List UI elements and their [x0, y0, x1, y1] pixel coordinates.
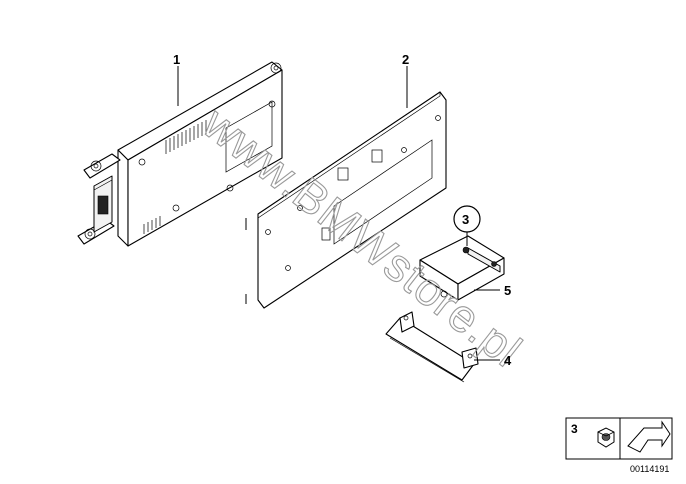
mounting-plate-part [245, 91, 447, 309]
legend-number: 3 [571, 422, 578, 436]
assembly-arrow-icon [627, 420, 671, 453]
svg-text:2: 2 [402, 52, 409, 67]
svg-text:1: 1 [173, 52, 180, 67]
hex-nut-icon [597, 427, 615, 448]
antenna-module-part [419, 235, 505, 301]
watermark: www.BMWstore.pl [193, 96, 532, 377]
svg-text:4: 4 [504, 353, 512, 368]
diagram-id: 00114191 [630, 464, 669, 474]
svg-text:3: 3 [462, 212, 469, 227]
callout-2: 2 [402, 52, 409, 108]
callout-3: 3 [453, 205, 481, 246]
callout-4: 4 [474, 353, 512, 368]
legend-box: 3 [565, 417, 673, 460]
callout-1: 1 [173, 52, 180, 106]
bracket-part [385, 311, 479, 383]
svg-text:5: 5 [504, 283, 511, 298]
control-unit-part [77, 61, 283, 247]
callout-5: 5 [474, 283, 511, 298]
